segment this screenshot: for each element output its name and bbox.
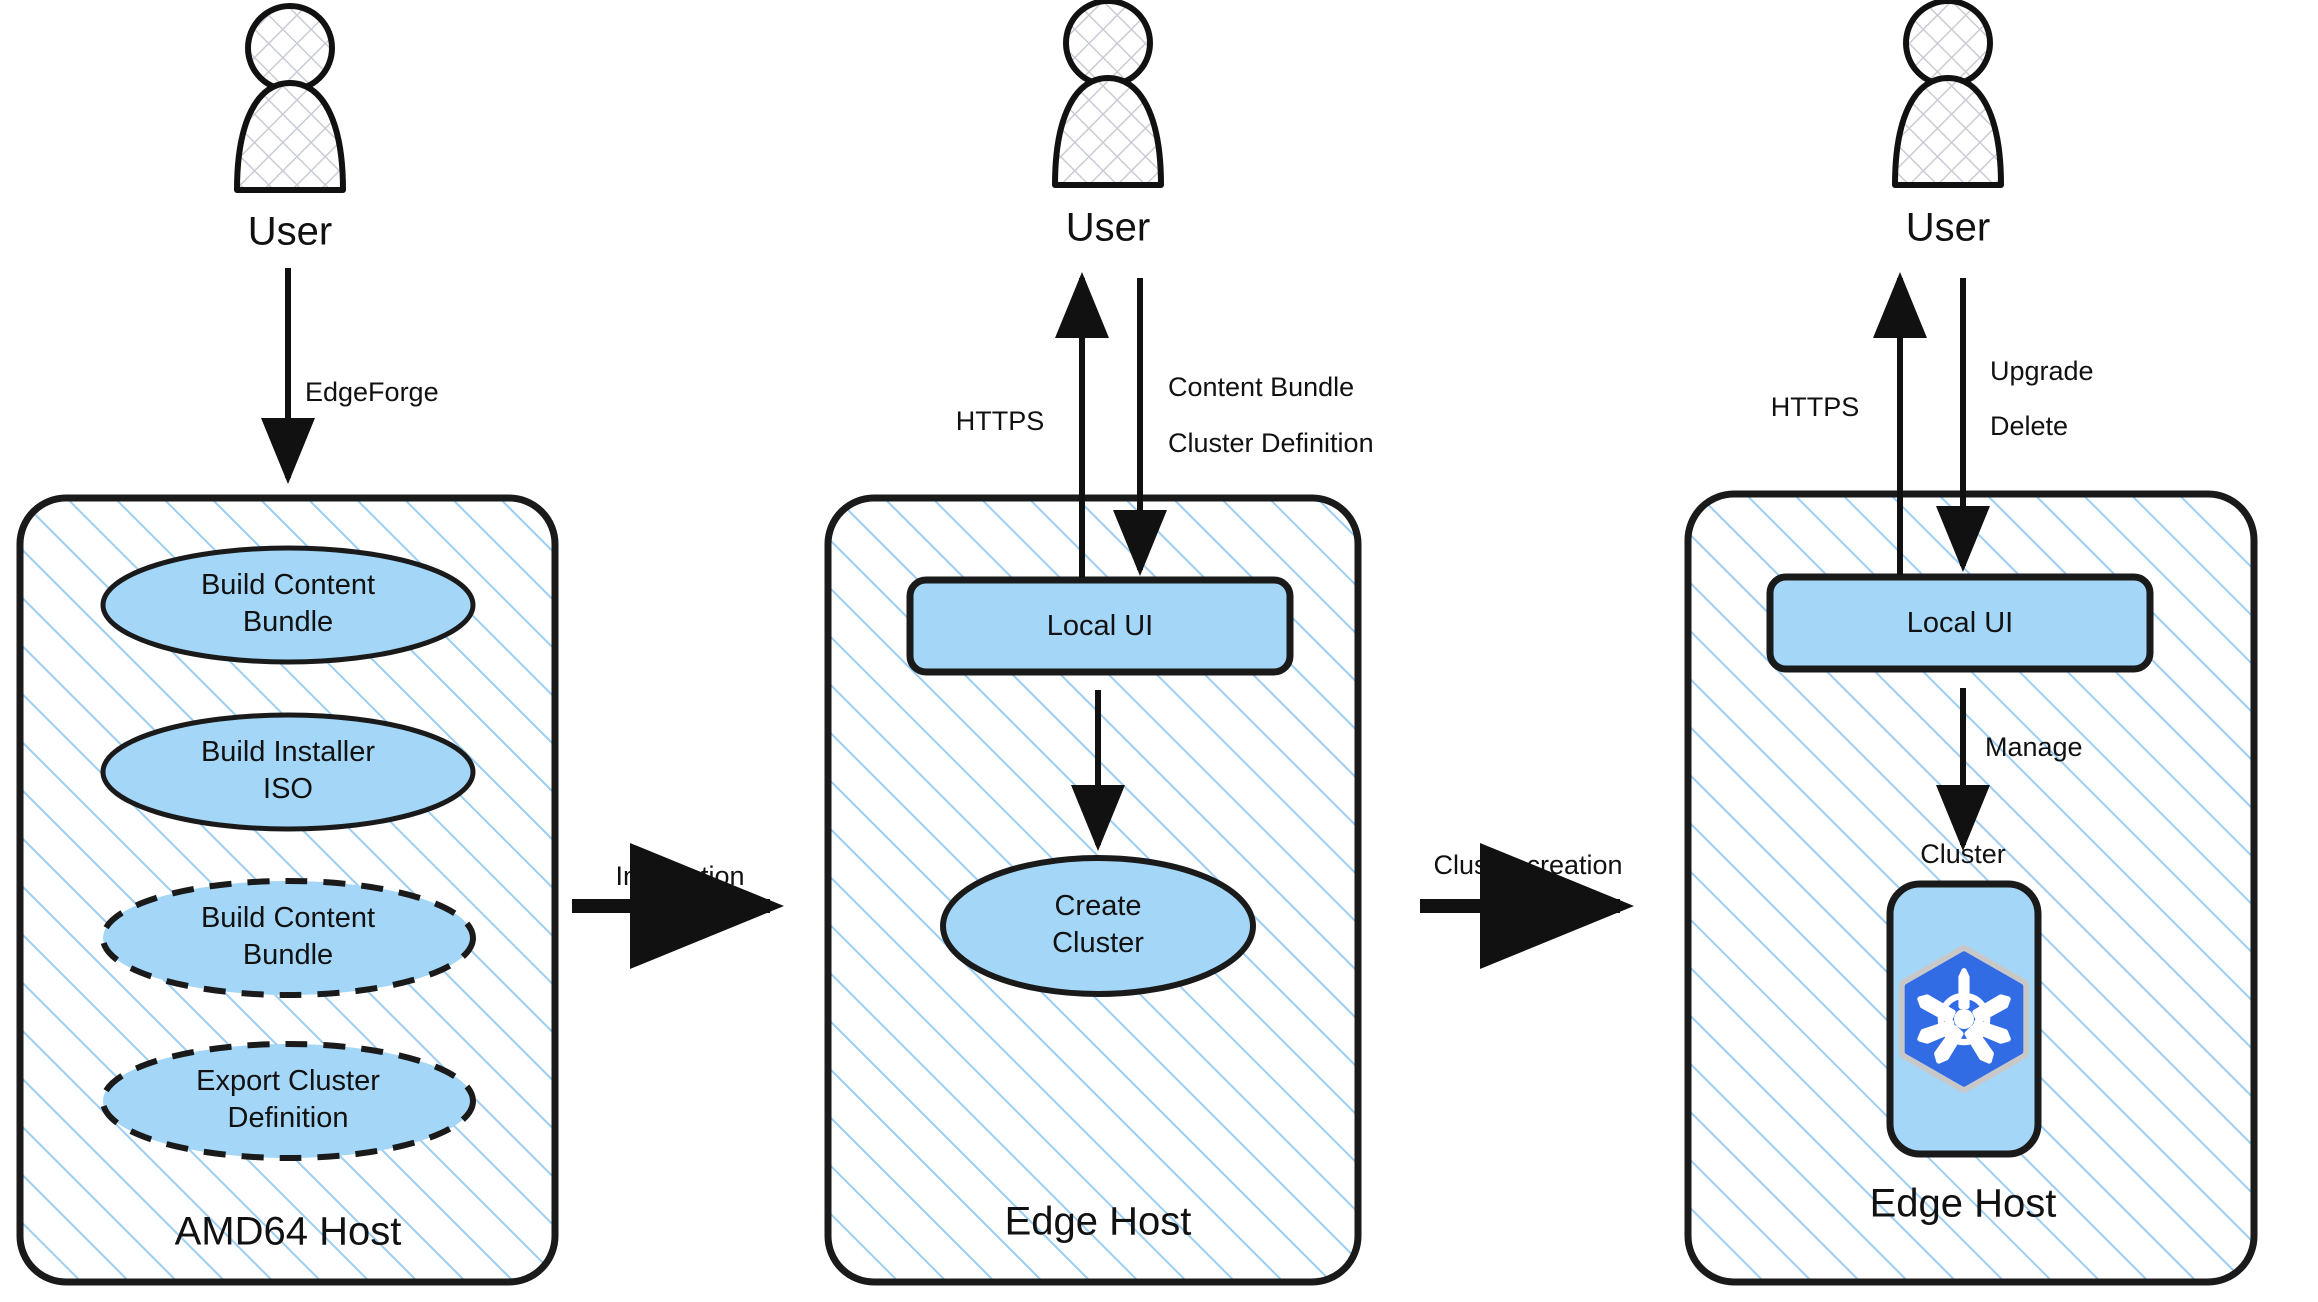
node-local-ui-2 bbox=[1766, 573, 2154, 673]
actor-user-1 bbox=[234, 3, 346, 193]
actor-user-2 bbox=[1052, 0, 1164, 188]
node-build-content-bundle-1 bbox=[100, 545, 476, 665]
kubernetes-icon bbox=[1898, 945, 2030, 1093]
node-build-installer-iso bbox=[100, 712, 476, 832]
node-export-cluster-definition bbox=[100, 1041, 476, 1161]
actor-user-3 bbox=[1892, 0, 2004, 188]
node-create-cluster bbox=[940, 855, 1256, 997]
node-local-ui-1 bbox=[906, 576, 1294, 676]
node-build-content-bundle-2 bbox=[100, 878, 476, 998]
